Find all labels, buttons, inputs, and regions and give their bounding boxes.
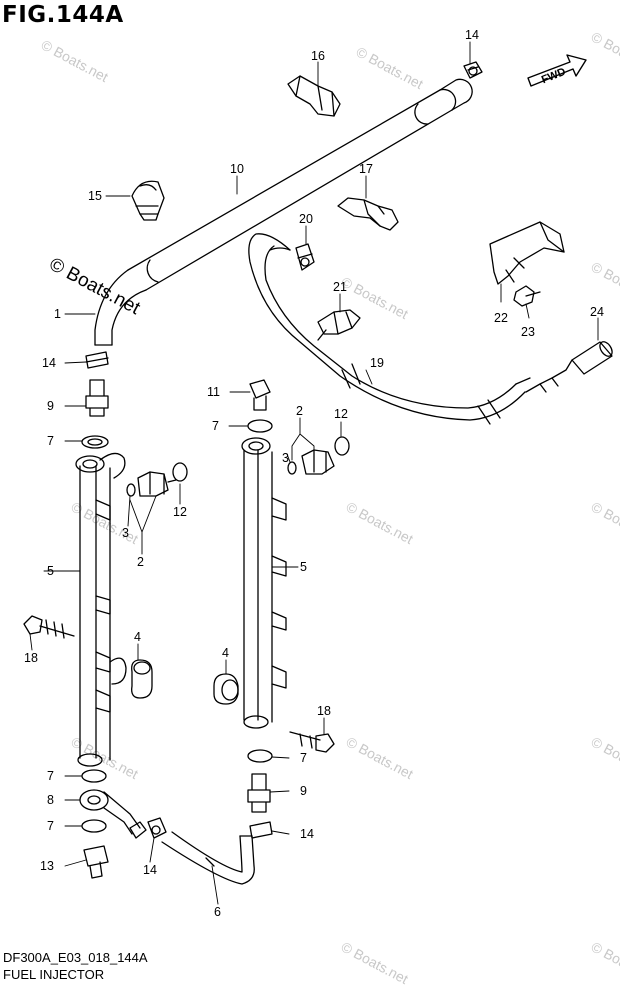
callout-18: 18 — [24, 651, 38, 665]
callout-19: 19 — [370, 356, 384, 370]
bolt-23 — [513, 285, 541, 307]
washer-7-left-mid — [81, 769, 107, 783]
hose-19 — [248, 233, 526, 425]
callout-15: 15 — [88, 189, 102, 203]
watermark-text: © Boats.net — [589, 734, 620, 783]
bolt-13 — [83, 845, 109, 879]
hose-10 — [127, 78, 473, 291]
callout-3: 3 — [122, 526, 129, 540]
watermark-text: © Boats.net — [589, 29, 620, 78]
callout-9: 9 — [300, 784, 307, 798]
o-ring-12-left — [172, 462, 188, 482]
fitting-11 — [249, 379, 271, 411]
grommet-4-left — [131, 659, 153, 699]
callout-3: 3 — [282, 451, 289, 465]
callout-2: 2 — [137, 555, 144, 569]
hose-6 — [161, 831, 255, 885]
clamp-15 — [131, 180, 165, 221]
leader-lines — [29, 41, 599, 905]
callout-7: 7 — [47, 769, 54, 783]
clip-14-left — [85, 351, 109, 369]
watermark-text: © Boats.net — [339, 939, 411, 988]
watermark-text: © Boats.net — [589, 939, 620, 988]
clip-14-top — [463, 61, 483, 79]
callout-11: 11 — [207, 385, 220, 399]
callout-18: 18 — [317, 704, 331, 718]
callout-23: 23 — [521, 325, 535, 339]
callout-7: 7 — [47, 434, 54, 448]
watermark-text: © Boats.net — [344, 499, 416, 548]
callout-10: 10 — [230, 162, 244, 176]
washer-7-left-low — [81, 819, 107, 833]
callout-24: 24 — [590, 305, 604, 319]
clip-14-right — [249, 821, 273, 839]
o-ring-12-right — [334, 436, 350, 456]
washer-7-right-low — [247, 749, 273, 763]
callout-14: 14 — [42, 356, 56, 370]
fwd-arrow: FWD — [527, 54, 587, 87]
figure-name: FUEL INJECTOR — [3, 967, 105, 982]
watermark-text: © Boats.net — [589, 259, 620, 308]
callout-17: 17 — [359, 162, 373, 176]
banjo-8 — [79, 789, 147, 839]
callout-2: 2 — [296, 404, 303, 418]
clamp-21 — [317, 309, 361, 341]
callout-12: 12 — [334, 407, 348, 421]
watermark-text: © Boats.net — [39, 37, 111, 86]
callout-21: 21 — [333, 280, 347, 294]
callout-4: 4 — [134, 630, 141, 644]
fitting-9-left — [85, 379, 109, 417]
grommet-4-right — [213, 673, 239, 705]
clip-14-lower — [147, 817, 167, 839]
fwd-label: FWD — [540, 66, 568, 87]
callout-7: 7 — [47, 819, 54, 833]
fitting-9-right — [247, 773, 271, 813]
injector-2-left — [126, 471, 177, 497]
callout-7: 7 — [212, 419, 219, 433]
callout-labels: 14 16 10 15 17 20 21 22 23 24 19 1 14 9 … — [24, 28, 604, 919]
hose-1-elbow — [94, 269, 147, 346]
connector-24 — [515, 341, 613, 393]
fuel-rail-5-left — [75, 452, 127, 767]
figure-code: DF300A_E03_018_144A — [3, 950, 148, 965]
callout-14: 14 — [465, 28, 479, 42]
callout-6: 6 — [214, 905, 221, 919]
callout-8: 8 — [47, 793, 54, 807]
washer-7-left-top — [81, 435, 109, 449]
watermark-text: © Boats.net — [344, 734, 416, 783]
callout-5: 5 — [300, 560, 307, 574]
callout-14: 14 — [300, 827, 314, 841]
bolt-18-right — [289, 731, 335, 753]
watermark-text: © Boats.net — [354, 44, 426, 93]
watermark-text: © Boats.net — [589, 499, 620, 548]
figure-title: FIG.144A — [2, 2, 124, 28]
bolt-18-left — [23, 615, 75, 639]
callout-7: 7 — [300, 751, 307, 765]
callout-20: 20 — [299, 212, 313, 226]
callout-12: 12 — [173, 505, 187, 519]
bracket-17 — [337, 197, 399, 231]
washer-7-right-top — [247, 419, 273, 433]
watermark-text: © Boats.net — [339, 274, 411, 323]
callout-14: 14 — [143, 863, 157, 877]
callout-16: 16 — [311, 49, 325, 63]
callout-4: 4 — [222, 646, 229, 660]
callout-5: 5 — [47, 564, 54, 578]
callout-22: 22 — [494, 311, 508, 325]
injector-2-right — [287, 449, 335, 475]
bracket-22 — [489, 221, 565, 285]
fuel-rail-5-right — [241, 437, 287, 729]
callout-1: 1 — [54, 307, 61, 321]
callout-9: 9 — [47, 399, 54, 413]
clamp-16 — [287, 75, 341, 117]
watermarks: © Boats.net © Boats.net © Boats.net © Bo… — [39, 29, 620, 988]
clip-20 — [295, 243, 315, 271]
callout-13: 13 — [40, 859, 54, 873]
